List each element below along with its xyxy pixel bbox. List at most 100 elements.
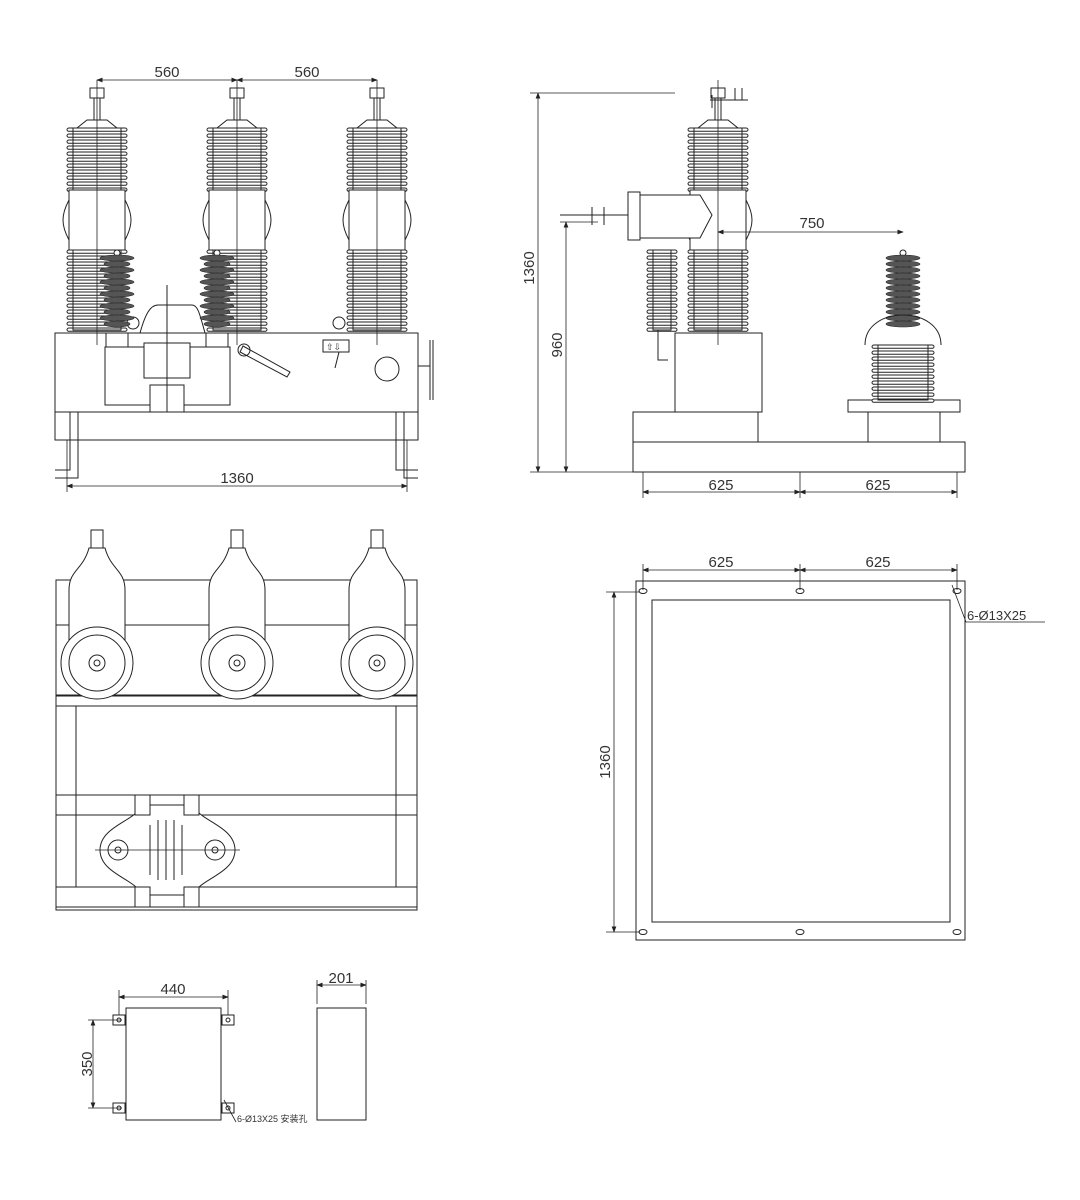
surge-arrester-shed bbox=[103, 320, 131, 328]
dim-base-left: 625 bbox=[708, 477, 733, 494]
base-frame bbox=[54, 411, 419, 441]
pt-body-fin bbox=[871, 356, 935, 361]
surge-arrester-shed bbox=[199, 290, 235, 298]
indicator-panel bbox=[322, 339, 350, 353]
ct-insulator-fin bbox=[646, 321, 678, 326]
surge-arrester-shed bbox=[103, 296, 131, 304]
pt-insulator-shed bbox=[885, 266, 921, 274]
surge-arrester-shed bbox=[99, 290, 135, 298]
surge-arrester-shed bbox=[203, 308, 231, 316]
box-hole-label: 6-Ø13X25 安装孔 bbox=[237, 1113, 308, 1124]
manual-operating-handle bbox=[239, 345, 291, 378]
pt-body-fin bbox=[871, 392, 935, 397]
dim-box-depth: 201 bbox=[328, 970, 353, 987]
dim-plan-right: 625 bbox=[865, 554, 890, 571]
hole-spec-label: 6-Ø13X25 bbox=[967, 608, 1026, 623]
bushing-terminal bbox=[230, 529, 244, 549]
pt-insulator-shed bbox=[885, 260, 921, 268]
ct-lead bbox=[657, 330, 668, 361]
top-bracket bbox=[139, 304, 206, 334]
ct-insulator-fin bbox=[646, 267, 678, 272]
ct-insulator-fin bbox=[646, 279, 678, 284]
ct-insulator-fin bbox=[646, 303, 678, 308]
surge-arrester-shed bbox=[99, 314, 135, 322]
control-box-side bbox=[316, 1007, 367, 1121]
ct-insulator-fin bbox=[646, 285, 678, 290]
pt-body-fin bbox=[871, 386, 935, 391]
ct-insulator-fin bbox=[646, 297, 678, 302]
surge-arrester-shed bbox=[99, 254, 135, 262]
terminal-center bbox=[233, 659, 241, 667]
dim-phase-spacing-left: 560 bbox=[154, 64, 179, 81]
surge-arrester-shed bbox=[103, 272, 131, 280]
pt-body-fin bbox=[871, 350, 935, 355]
ct-ring-inner bbox=[348, 634, 406, 692]
mounting-hole bbox=[225, 1105, 231, 1111]
surge-arrester-shed bbox=[103, 260, 131, 268]
cross-beam-2 bbox=[55, 794, 418, 816]
terminal-hole bbox=[368, 654, 386, 672]
surge-arrester-shed bbox=[103, 308, 131, 316]
front-view: ⇧⇩ 560 560 1360 bbox=[54, 64, 434, 492]
surge-arrester-shed bbox=[203, 296, 231, 304]
surge-arrester-shed bbox=[99, 278, 135, 286]
surge-arrester-shed bbox=[203, 260, 231, 268]
bushing-terminal bbox=[370, 529, 384, 549]
ct-ring-inner bbox=[68, 634, 126, 692]
ct-ring-outer bbox=[60, 626, 134, 700]
terminal-center bbox=[373, 659, 381, 667]
dim-total-height: 1360 bbox=[521, 251, 538, 284]
mounting-slot bbox=[638, 929, 648, 935]
mounting-slot bbox=[952, 929, 962, 935]
ct-ring-outer bbox=[200, 626, 274, 700]
frame-rail bbox=[632, 411, 759, 443]
surge-arrester-shed bbox=[103, 284, 131, 292]
pt-insulator-shed bbox=[885, 308, 921, 316]
top-terminal-connector bbox=[710, 88, 748, 108]
pt-body-fin-core bbox=[877, 344, 929, 401]
pt-insulator-shed bbox=[885, 278, 921, 286]
handle-hub bbox=[237, 343, 251, 357]
surge-arrester-shed bbox=[199, 314, 235, 322]
terminal-hole bbox=[88, 654, 106, 672]
mechanism-housing-side bbox=[674, 332, 763, 413]
ct-insulator-fin bbox=[646, 315, 678, 320]
top-view bbox=[55, 529, 418, 911]
dim-phase-spacing-right: 560 bbox=[294, 64, 319, 81]
base-channel bbox=[632, 441, 966, 473]
dim-base-right: 625 bbox=[865, 477, 890, 494]
ct-insulator-fin bbox=[646, 261, 678, 266]
terminal-center bbox=[93, 659, 101, 667]
left-mounting-leg bbox=[55, 412, 79, 479]
bushing-terminal bbox=[90, 529, 104, 549]
housing-bulge bbox=[342, 199, 412, 241]
pt-insulator-shed bbox=[885, 254, 921, 262]
ct-ring-inner bbox=[208, 634, 266, 692]
right-mounting-leg bbox=[395, 412, 418, 479]
pt-insulator-shed bbox=[885, 296, 921, 304]
side-handwheel bbox=[418, 340, 434, 400]
plan-view: 625 625 1360 6-Ø13X25 bbox=[597, 554, 1045, 941]
bushing-outline bbox=[348, 547, 406, 641]
ct-insulator-fin bbox=[646, 273, 678, 278]
side-view: 1360 960 750 625 625 bbox=[521, 80, 966, 498]
mounting-tab bbox=[221, 1014, 235, 1026]
surge-arrester-shed bbox=[203, 320, 231, 328]
ct-insulator-fin bbox=[646, 255, 678, 260]
surge-arrester-shed bbox=[203, 284, 231, 292]
housing-bulge bbox=[202, 199, 272, 241]
surge-arrester-shed bbox=[199, 266, 235, 274]
housing-bulge bbox=[62, 199, 132, 241]
foundation-outer bbox=[635, 580, 966, 941]
pt-insulator-shed bbox=[885, 290, 921, 298]
pt-body-fin bbox=[871, 398, 935, 403]
surge-arrester-shed bbox=[199, 302, 235, 310]
ct-insulator-fin bbox=[646, 309, 678, 314]
terminal-hole bbox=[228, 654, 246, 672]
lifting-ring-right bbox=[332, 316, 346, 330]
dim-overall-width: 1360 bbox=[220, 470, 253, 487]
surge-arrester-shed bbox=[99, 302, 135, 310]
control-box-front bbox=[125, 1007, 222, 1121]
side-bushing-housing bbox=[639, 194, 713, 239]
